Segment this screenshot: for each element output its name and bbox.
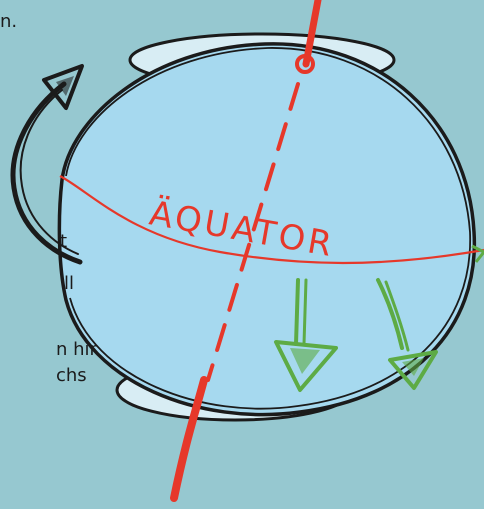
cropped-text-line-3: ll bbox=[64, 274, 74, 294]
cropped-text-line-2: t bbox=[60, 232, 67, 252]
cropped-text-line-4: n hir bbox=[56, 340, 97, 360]
cropped-text-line-5: chs bbox=[56, 366, 87, 386]
cropped-text-line-1: n. bbox=[0, 12, 17, 32]
